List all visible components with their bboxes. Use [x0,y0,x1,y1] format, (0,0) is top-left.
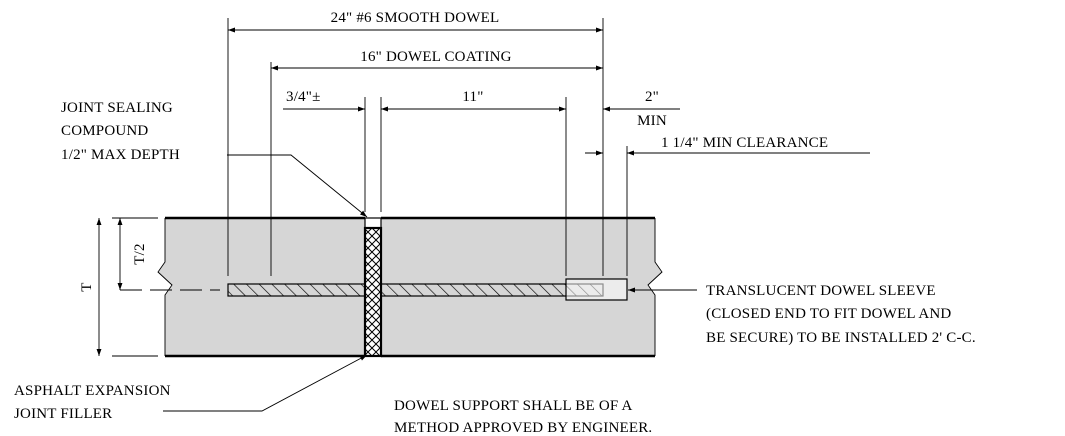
translucent-dowel-sleeve [565,278,628,301]
dim-joint-width-label: 3/4"± [286,89,321,105]
filler-callout-line1: ASPHALT EXPANSION [14,383,171,399]
asphalt-expansion-joint-filler [363,226,383,358]
extension-lines [112,18,628,357]
sleeve-callout-line2: (CLOSED END TO FIT DOWEL AND [706,306,951,322]
dowel-support-note-line2: METHOD APPROVED BY ENGINEER. [394,420,652,436]
smooth-dowel-bar [227,283,604,297]
dim-thickness-label: T [79,282,95,291]
joint-sealing-compound [364,217,382,229]
dim-2-min-value: 2" [645,89,659,105]
sealant-leader [227,154,368,218]
dim-24-label: 24" #6 SMOOTH DOWEL [331,10,500,26]
sleeve-callout-line1: TRANSLUCENT DOWEL SLEEVE [706,283,936,299]
dim-16-label: 16" DOWEL COATING [360,49,511,65]
sleeve-callout-line3: BE SECURE) TO BE INSTALLED 2' C-C. [706,330,976,346]
sealant-callout-line2: COMPOUND [61,123,148,139]
dim-half-thickness-label: T/2 [132,243,148,264]
dowel-support-note-line1: DOWEL SUPPORT SHALL BE OF A [394,398,633,414]
dim-clearance-label: 1 1/4" MIN CLEARANCE [661,135,828,151]
sealant-callout-line3: 1/2" MAX DEPTH [61,147,180,163]
filler-leader [163,354,368,412]
sealant-callout-line1: JOINT SEALING [61,100,173,116]
filler-callout-line2: JOINT FILLER [14,406,112,422]
dim-11-label: 11" [462,89,483,105]
dim-2-min-unit: MIN [637,113,667,129]
